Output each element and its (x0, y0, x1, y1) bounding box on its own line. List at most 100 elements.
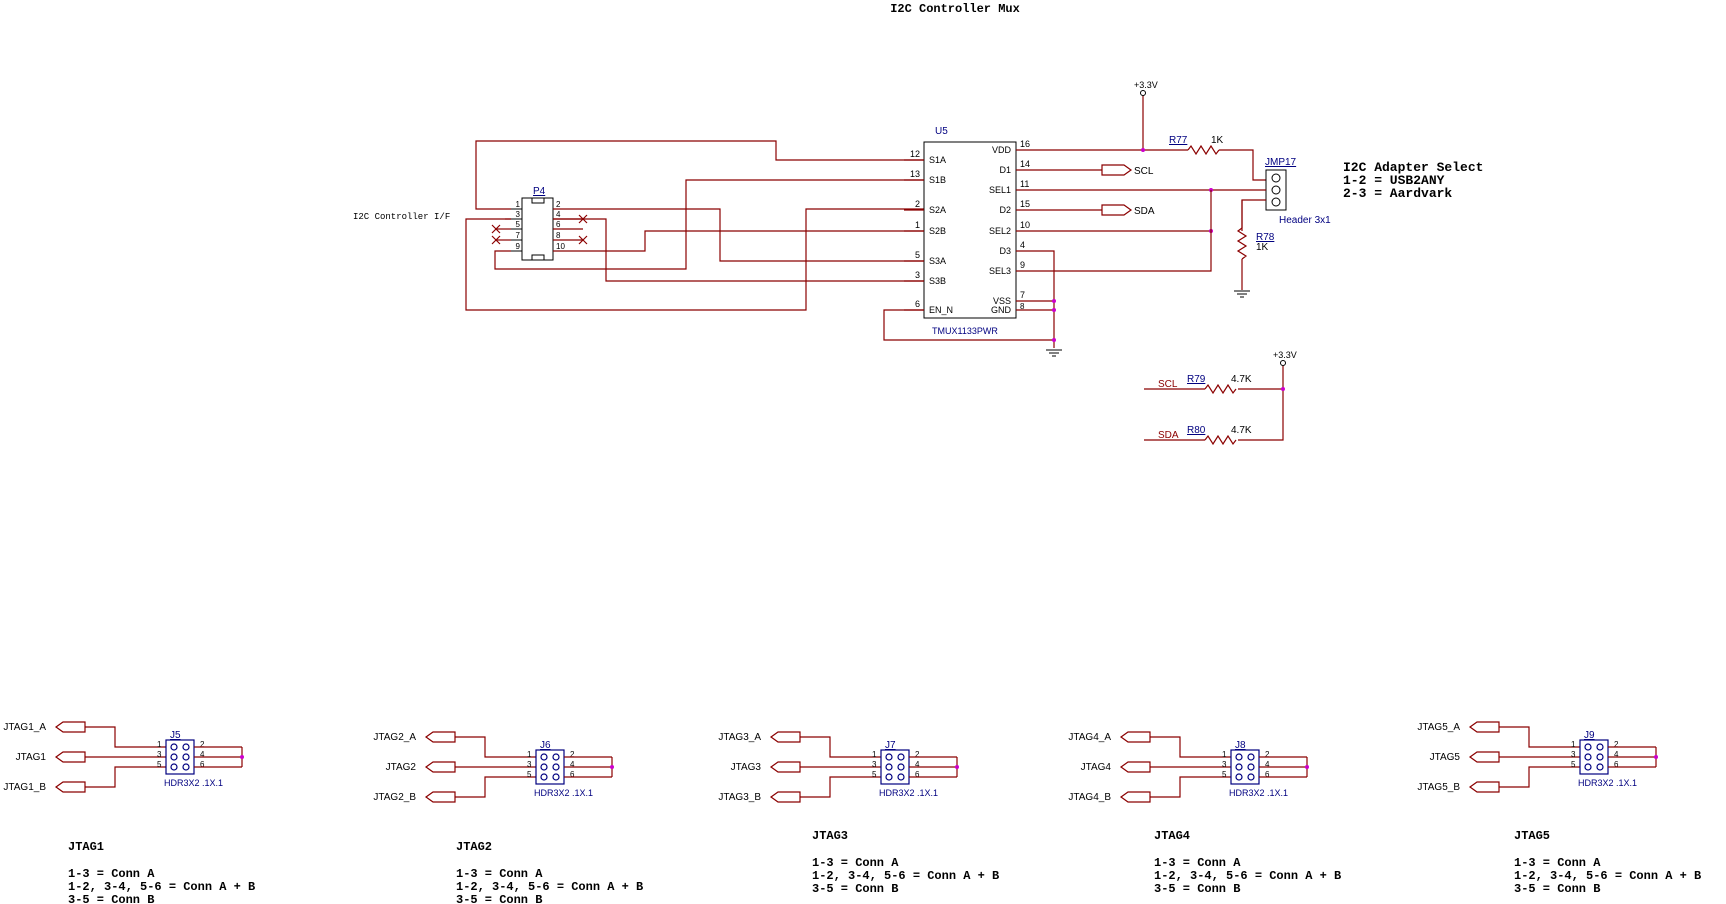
p4-pin-number: 4 (556, 210, 561, 219)
u5-pin-number: 12 (910, 149, 920, 159)
jtag-net-label: JTAG5_A (1417, 722, 1460, 733)
jtag-header-part: HDR3X2 .1X.1 (164, 778, 223, 788)
jtag-note-line: 3-5 = Conn B (1514, 882, 1600, 896)
p4-pin-number: 3 (516, 210, 521, 219)
u5-pin-number: 11 (1020, 179, 1029, 189)
jtag-pin-number: 6 (915, 770, 920, 779)
jtag-net-label: JTAG5_B (1417, 782, 1460, 793)
jtag-note-line: 1-3 = Conn A (1154, 856, 1241, 870)
u5-pin-name: D3 (999, 246, 1011, 256)
jmp17-part: Header 3x1 (1279, 215, 1331, 226)
adapter-note-line-3: 2-3 = Aardvark (1343, 186, 1452, 201)
pullup-scl-label: SCL (1158, 379, 1178, 390)
jtag-note-line: 1-2, 3-4, 5-6 = Conn A + B (1514, 869, 1701, 883)
p4-pin-number: 9 (516, 242, 521, 251)
jtag-pin-number: 3 (527, 760, 532, 769)
u5-pin-number: 5 (915, 250, 920, 260)
u5-net-labels: SCL SDA (1016, 164, 1155, 217)
jtag-header-ref: J6 (540, 740, 551, 751)
jtag-pin-number: 3 (157, 750, 162, 759)
u5-pin-name: S3B (929, 276, 946, 286)
u5-pin-name: SEL3 (989, 266, 1011, 276)
u5-right-pins: 16VDD14D111SEL115D210SEL24D39SEL37VSS8GN… (989, 139, 1030, 315)
jtag-note-line: 3-5 = Conn B (1154, 882, 1240, 896)
r77-ref: R77 (1169, 135, 1188, 146)
jtag-pin-number: 5 (1571, 760, 1576, 769)
jtag-note-line: 1-3 = Conn A (68, 867, 155, 881)
jtag-pin-number: 4 (1614, 750, 1619, 759)
pullup-resistors: +3.3V R79 4.7K R80 4.7K SCL SDA (1144, 350, 1297, 446)
jtag-header-part: HDR3X2 .1X.1 (1229, 788, 1288, 798)
u5-pin-number: 3 (915, 270, 920, 280)
jtag-net-label: JTAG4_A (1068, 732, 1111, 743)
p4-u5-wires (465, 140, 924, 311)
u5-pin-name: S1A (929, 155, 946, 165)
jtag-net-label: JTAG4 (1081, 762, 1112, 773)
u5-pin-name: S2A (929, 205, 946, 215)
jtag-note-title: JTAG4 (1154, 829, 1190, 843)
u5-pin-name: S2B (929, 226, 946, 236)
adapter-note-line-2: 1-2 = USB2ANY (1343, 173, 1445, 188)
jtag-net-label: JTAG1_A (3, 722, 46, 733)
u5-pin-number: 7 (1020, 290, 1025, 300)
u5-pin-number: 1 (915, 220, 920, 230)
jtag-pin-number: 5 (1222, 770, 1227, 779)
r78-ref: R78 (1256, 232, 1275, 243)
u5-pin-name: VDD (992, 145, 1012, 155)
u5-pin-name: D1 (999, 165, 1011, 175)
jmp17-ref: JMP17 (1265, 157, 1297, 168)
jtag-pin-number: 4 (570, 760, 575, 769)
jtag-note-line: 3-5 = Conn B (68, 893, 154, 904)
jtag-pin-number: 3 (1222, 760, 1227, 769)
jtag-pin-number: 1 (872, 750, 877, 759)
jtag-header-ref: J5 (170, 730, 181, 741)
vdd-r77-jumper: +3.3V R77 1K JMP17 Header 3x1 R78 1K (1016, 80, 1331, 298)
jtag-pin-number: 4 (915, 760, 920, 769)
jtag-note-title: JTAG5 (1514, 829, 1550, 843)
vcc-label-1: +3.3V (1134, 80, 1158, 90)
p4-pin-number: 1 (516, 200, 521, 209)
jtag-pin-number: 5 (872, 770, 877, 779)
r80-ref: R80 (1187, 425, 1206, 436)
jtag-net-label: JTAG3_B (718, 792, 761, 803)
u5-pin-number: 6 (915, 299, 920, 309)
p4-pin-number: 10 (556, 242, 565, 251)
jtag-pin-number: 6 (1614, 760, 1619, 769)
adapter-note-line-1: I2C Adapter Select (1343, 160, 1483, 175)
jtag-pin-number: 2 (1265, 750, 1270, 759)
jtag-pin-number: 2 (200, 740, 205, 749)
jtag-net-label: JTAG2_B (373, 792, 416, 803)
jtag-net-label: JTAG2 (386, 762, 417, 773)
u5-sda-label: SDA (1134, 206, 1155, 217)
u5-pin-name: SEL2 (989, 226, 1011, 236)
u5-pin-number: 16 (1020, 139, 1030, 149)
u5-pin-number: 15 (1020, 199, 1030, 209)
jtag-header-part: HDR3X2 .1X.1 (1578, 778, 1637, 788)
jtag-net-label: JTAG2_A (373, 732, 416, 743)
u5-ground-wires (1016, 250, 1062, 357)
p4-ref: P4 (533, 186, 546, 197)
sheet-title: I2C Controller Mux (890, 2, 1020, 16)
jtag-header-ref: J8 (1235, 740, 1246, 751)
jtag-pin-number: 3 (1571, 750, 1576, 759)
jtag-pin-number: 1 (1571, 740, 1576, 749)
u5-pin-name: EN_N (929, 305, 953, 315)
jtag-note-line: 1-2, 3-4, 5-6 = Conn A + B (812, 869, 999, 883)
r80-value: 4.7K (1231, 425, 1252, 436)
p4-pin-number: 8 (556, 231, 561, 240)
p4-pin-number: 5 (516, 220, 521, 229)
r79-ref: R79 (1187, 374, 1206, 385)
p4-label: I2C Controller I/F (353, 212, 450, 222)
jtag-pin-number: 6 (570, 770, 575, 779)
p4-pin-number: 2 (556, 200, 561, 209)
jtag-pin-number: 1 (527, 750, 532, 759)
r79-value: 4.7K (1231, 374, 1252, 385)
jtag-pin-number: 1 (1222, 750, 1227, 759)
